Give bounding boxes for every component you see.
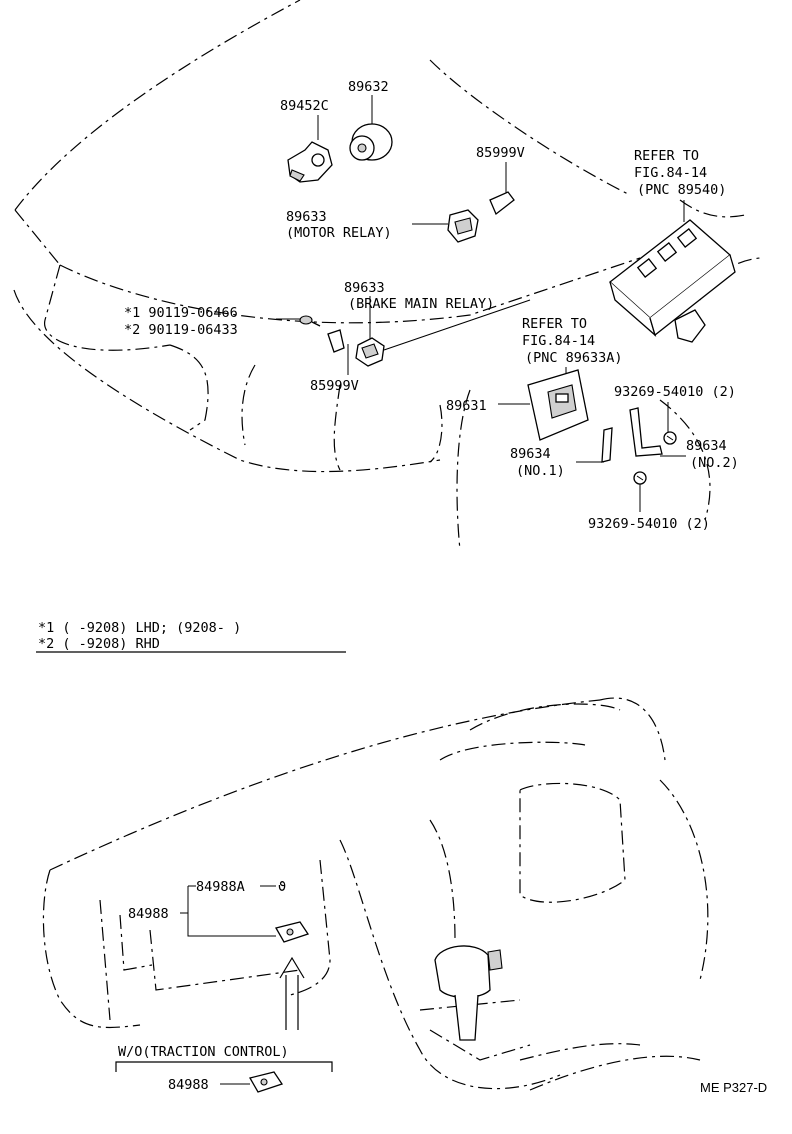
- label-89634-no2: 89634: [686, 438, 727, 454]
- up-arrow-icon: [279, 956, 305, 1030]
- note-star1: *1 ( -9208) LHD; (9208- ): [38, 620, 241, 636]
- label-no1: (NO.1): [516, 463, 565, 479]
- label-89634-no1: 89634: [510, 446, 551, 462]
- shift-lever-drawing: [434, 945, 503, 1041]
- label-star2-part: *2 90119-06433: [124, 322, 238, 338]
- label-93269-lower: 93269-54010 (2): [588, 516, 710, 532]
- label-89452c: 89452C: [280, 98, 329, 114]
- label-85999v-top: 85999V: [476, 145, 525, 161]
- label-brake-main-relay: (BRAKE MAIN RELAY): [348, 296, 494, 312]
- refer2-line2: FIG.84-14: [522, 333, 595, 349]
- label-85999v-mid: 85999V: [310, 378, 359, 394]
- display-unit-drawing: [608, 219, 736, 343]
- part-89633-brake-drawing: [355, 337, 385, 367]
- label-motor-relay: (MOTOR RELAY): [286, 225, 392, 241]
- label-89632: 89632: [348, 79, 389, 95]
- sensor-84988-drawing: [275, 921, 310, 943]
- part-89633-motor-drawing: [447, 209, 479, 243]
- part-89631-drawing: [527, 369, 589, 441]
- refer2-line1: REFER TO: [522, 316, 587, 332]
- label-star1-part: *1 90119-06466: [124, 305, 238, 321]
- refer2-line3: (PNC 89633A): [525, 350, 623, 366]
- bolt-drawing: [299, 315, 321, 327]
- label-84988a: 84988A: [196, 879, 245, 895]
- wo-traction-bracket: [115, 1061, 333, 1072]
- part-89452c-drawing: [287, 115, 333, 183]
- bracket-drawing: [327, 329, 345, 353]
- part-89634-brackets-drawing: [601, 407, 663, 463]
- screw-lower-drawing: [633, 471, 647, 485]
- upper-car-outline: [13, 0, 761, 551]
- screw-symbol: ϑ: [278, 879, 286, 895]
- label-84988: 84988: [128, 906, 169, 922]
- label-89631: 89631: [446, 398, 487, 414]
- part-85999v-top-drawing: [489, 191, 515, 216]
- part-89632-drawing: [349, 95, 393, 161]
- label-wo-traction: W/O(TRACTION CONTROL): [118, 1044, 289, 1060]
- refer1-line1: REFER TO: [634, 148, 699, 164]
- label-84988-wo: 84988: [168, 1077, 209, 1093]
- refer1-line2: FIG.84-14: [634, 165, 707, 181]
- label-89633-brake: 89633: [344, 280, 385, 296]
- label-89633-motor: 89633: [286, 209, 327, 225]
- label-no2: (NO.2): [690, 455, 739, 471]
- lower-dashboard-outline: [42, 697, 709, 1091]
- screw-upper-drawing: [663, 431, 677, 445]
- note-star2: *2 ( -9208) RHD: [38, 636, 160, 652]
- refer1-line3: (PNC 89540): [637, 182, 726, 198]
- figure-code: ME P327-D: [700, 1080, 767, 1095]
- label-93269-upper: 93269-54010 (2): [614, 384, 736, 400]
- sensor-84988-wo-drawing: [249, 1071, 284, 1093]
